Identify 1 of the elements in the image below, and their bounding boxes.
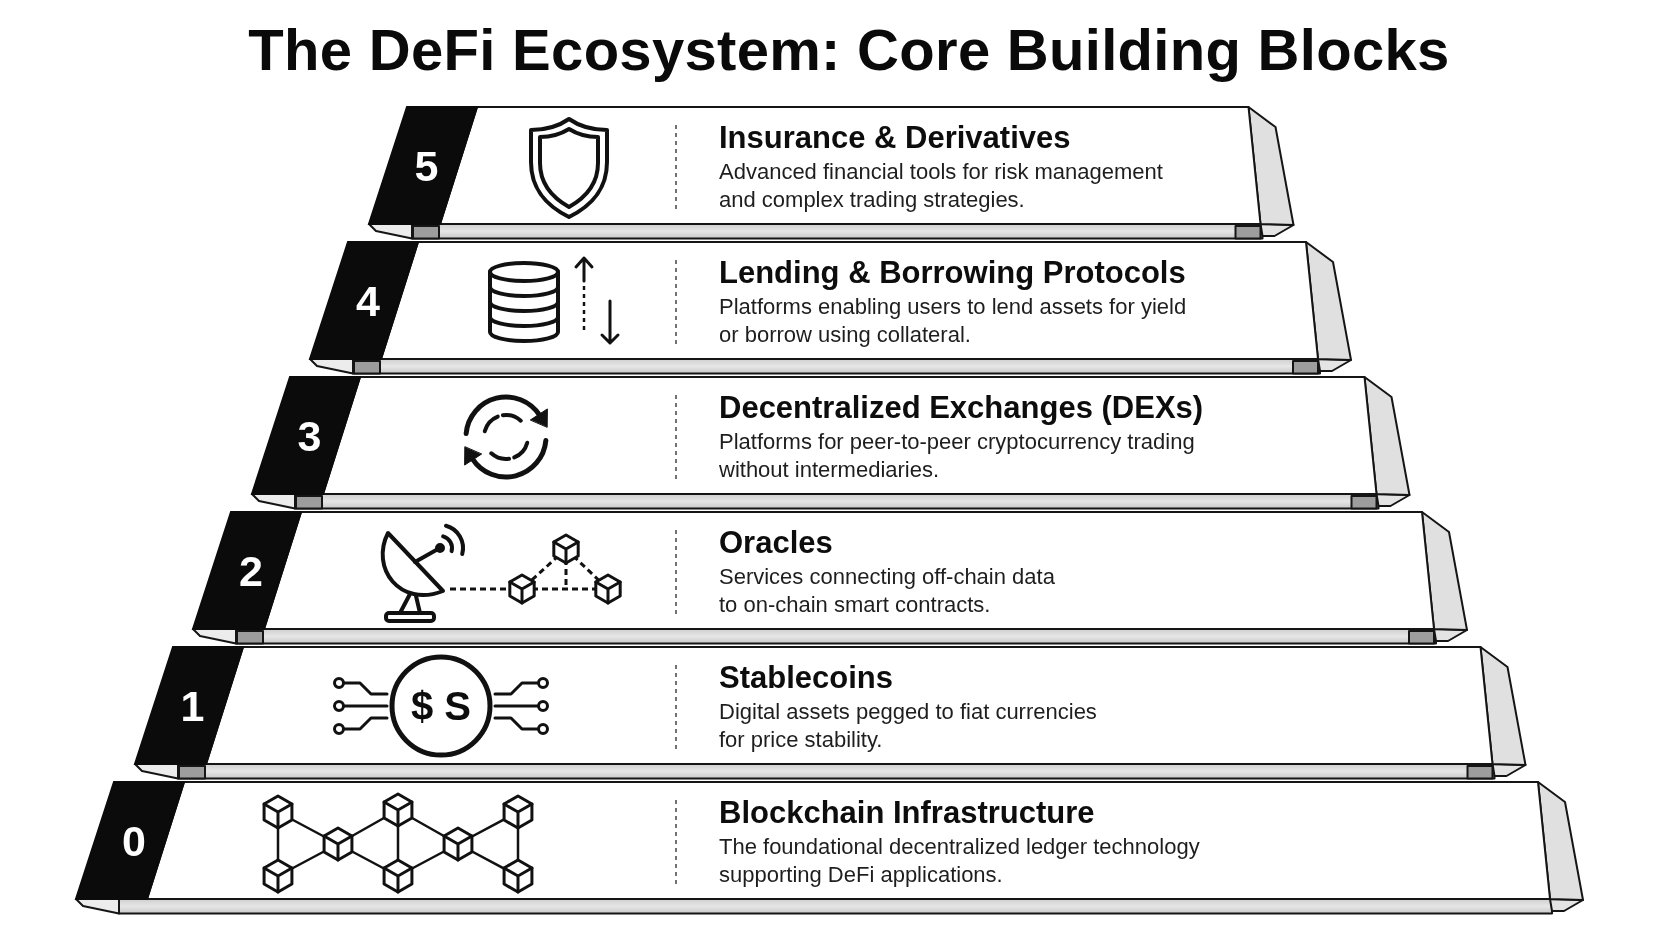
diagram-title: The DeFi Ecosystem: Core Building Blocks xyxy=(248,18,1450,82)
